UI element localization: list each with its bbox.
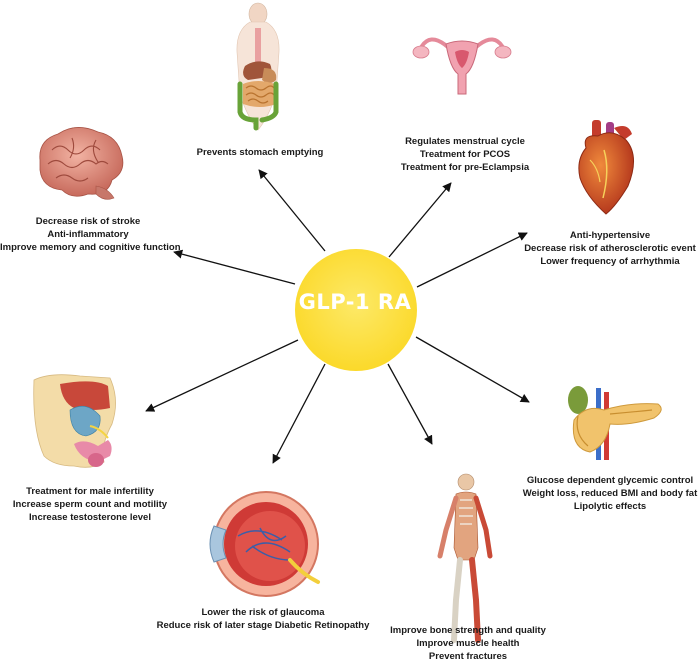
eye-label: Lower the risk of glaucoma Reduce risk o…	[150, 606, 376, 632]
musculoskeletal-label: Improve bone strength and quality Improv…	[378, 624, 558, 663]
arrow-to-reproductive	[388, 182, 452, 258]
heart-icon	[578, 120, 634, 215]
eye-icon	[209, 491, 320, 597]
arrow-to-pancreas	[415, 336, 530, 403]
musculoskeletal-line: Improve muscle health	[416, 638, 520, 649]
brain-line: Anti-inflammatory	[47, 229, 129, 240]
pancreas-line: Weight loss, reduced BMI and body fat	[522, 488, 698, 499]
heart-label: Anti-hypertensive Decrease risk of ather…	[518, 229, 700, 268]
arrow-to-brain	[173, 249, 296, 285]
arrow-to-eye	[272, 363, 326, 464]
male-line: Increase testosterone level	[29, 512, 151, 523]
brain-line: Decrease risk of stroke	[35, 216, 141, 227]
eye-line: Lower the risk of glaucoma	[201, 607, 325, 618]
male-line: Treatment for male infertility	[26, 486, 154, 497]
brain-icon	[39, 127, 124, 200]
reproductive-line: Treatment for pre-Eclampsia	[400, 162, 530, 173]
arrow-to-musculoskeletal	[387, 363, 433, 445]
center-circle	[295, 249, 417, 371]
arrow-to-heart	[416, 232, 528, 288]
arrow-to-male	[145, 339, 299, 412]
reproductive-label: Regulates menstrual cycle Treatment for …	[385, 135, 545, 174]
digestive-system-icon	[236, 2, 280, 131]
musculoskeletal-line: Improve bone strength and quality	[390, 625, 546, 636]
musculoskeletal-line: Prevent fractures	[428, 651, 508, 662]
heart-line: Anti-hypertensive	[569, 230, 651, 241]
brain-line: Improve memory and cognitive function	[0, 242, 181, 253]
male-reproductive-icon	[33, 374, 116, 468]
reproductive-line: Treatment for PCOS	[419, 149, 511, 160]
arrows	[145, 169, 530, 464]
stomach-line: Prevents stomach emptying	[196, 147, 324, 158]
heart-line: Decrease risk of atherosclerotic event	[524, 243, 696, 254]
heart-line: Lower frequency of arrhythmia	[540, 256, 680, 267]
male-line: Increase sperm count and motility	[12, 499, 168, 510]
pancreas-line: Glucose dependent glycemic control	[526, 475, 694, 486]
pancreas-label: Glucose dependent glycemic control Weigh…	[520, 474, 700, 513]
human-body-icon	[437, 473, 493, 643]
eye-line: Reduce risk of later stage Diabetic Reti…	[156, 620, 370, 631]
pancreas-line: Lipolytic effects	[573, 501, 647, 512]
male-label: Treatment for male infertility Increase …	[0, 485, 180, 524]
brain-label: Decrease risk of stroke Anti-inflammator…	[0, 215, 181, 254]
pancreas-icon	[568, 386, 662, 460]
stomach-label: Prevents stomach emptying	[185, 146, 335, 159]
arrow-to-stomach	[258, 169, 326, 252]
uterus-icon	[412, 37, 512, 95]
reproductive-line: Regulates menstrual cycle	[405, 136, 525, 147]
center-title: GLP-1 RA	[298, 290, 412, 314]
